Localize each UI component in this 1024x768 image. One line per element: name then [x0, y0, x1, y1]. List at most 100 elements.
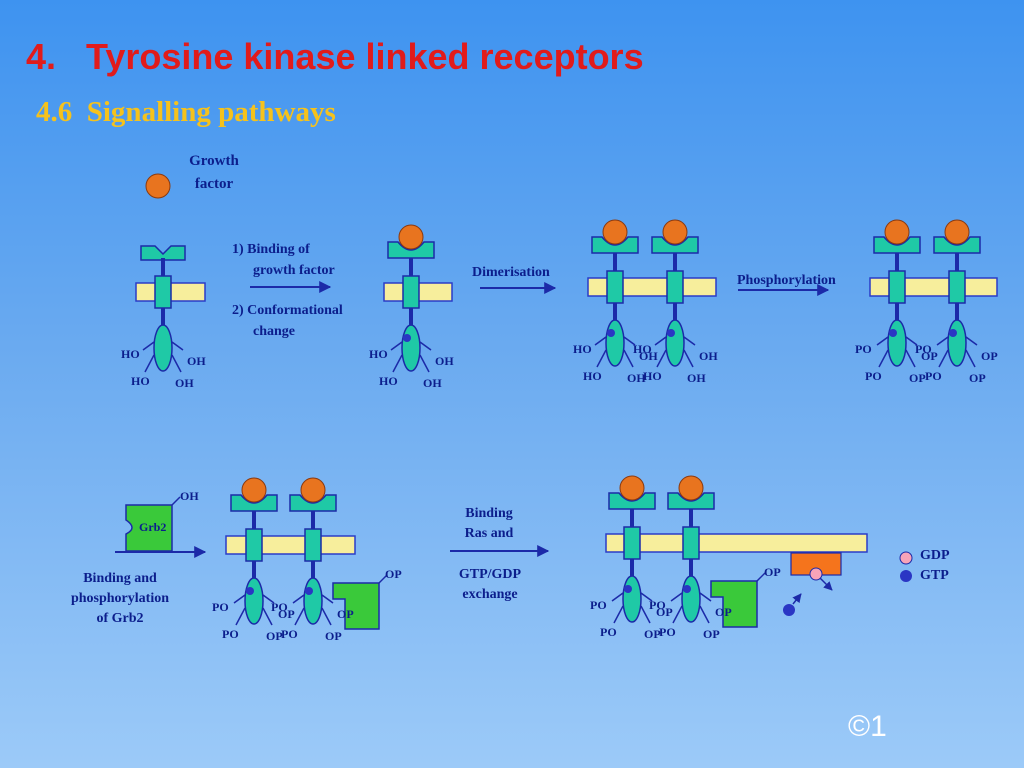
residue-label: HO [131, 374, 150, 388]
receptor-binding-site [230, 494, 278, 512]
residue-bond [611, 592, 624, 602]
step-binding-label: 1) Binding of growth factor [232, 239, 335, 281]
receptor [873, 219, 921, 368]
residue-bond [876, 336, 889, 346]
residue-bond [392, 354, 403, 373]
step2-line1: 2) Conformational [232, 303, 343, 318]
receptor-stalk [955, 303, 959, 321]
receptor-kinase-domain [153, 324, 173, 372]
gtp-exchange-line1: GTP/GDP [458, 567, 522, 582]
residue-bond [683, 336, 696, 346]
grb2-bond [756, 572, 766, 582]
growth-factor-ball [145, 173, 171, 199]
residue-label: HO [369, 347, 388, 361]
receptor-binding-site [608, 492, 656, 510]
growth-factor-ball [678, 475, 704, 501]
receptor-stalk [630, 509, 634, 529]
receptor-stalk [252, 561, 256, 579]
residue-label: PO [590, 598, 607, 612]
receptor-stalk [689, 509, 693, 529]
grb2-binding-label: Binding and phosphorylation of Grb2 [66, 569, 174, 629]
growth-factor-ball [944, 219, 970, 245]
receptor [651, 219, 699, 368]
residue-label: OH [423, 376, 442, 390]
residue-bond [965, 349, 976, 368]
receptor-binding-site [667, 492, 715, 510]
residue-bond [262, 594, 275, 604]
step1-line2: growth factor [253, 263, 335, 278]
residue-bond [656, 349, 667, 368]
step1-line1: 1) Binding of [232, 242, 310, 257]
receptor-transmembrane [888, 270, 906, 304]
receptor-transmembrane [666, 270, 684, 304]
active-site-dot [624, 585, 632, 593]
growth-factor-label-line2: factor [194, 176, 234, 192]
residue-label: OP [656, 605, 673, 619]
residue-bond [235, 607, 246, 626]
ras-binding-line1: Binding [465, 506, 513, 521]
grb2-protein [125, 504, 173, 552]
growth-factor-ball [398, 224, 424, 250]
residue-label: PO [915, 342, 932, 356]
residue-label: HO [633, 342, 652, 356]
receptor [230, 477, 278, 626]
residue-label: PO [600, 625, 617, 639]
residue-label: OP [703, 627, 720, 641]
residue-bond [905, 336, 918, 346]
active-site-dot [607, 329, 615, 337]
residue-label: OP [266, 629, 283, 643]
receptor-transmembrane [245, 528, 263, 562]
receptor-stalk [673, 303, 677, 321]
receptor-kinase-domain [401, 324, 421, 372]
receptor-binding-site [289, 494, 337, 512]
residue-bond [936, 336, 949, 346]
receptor [591, 219, 639, 368]
residue-label: OP [644, 627, 661, 641]
receptor-transmembrane [682, 526, 700, 560]
gdp-release-arrow [819, 577, 833, 591]
grb2-binding-line1: Binding and [83, 571, 157, 586]
residue-bond [613, 605, 624, 624]
residue-bond [321, 607, 332, 626]
legend-gtp-label: GTP [920, 568, 949, 583]
grb2-oh-label: OH [180, 489, 199, 503]
residue-bond [419, 341, 432, 351]
receptor-transmembrane [606, 270, 624, 304]
growth-factor-ball [300, 477, 326, 503]
gtp-exchange-label: GTP/GDP exchange [440, 565, 540, 605]
residue-bond [294, 607, 305, 626]
residue-bond [233, 594, 246, 604]
receptor-binding-site [933, 236, 981, 254]
receptor-stalk [613, 253, 617, 273]
residue-bond [144, 354, 155, 373]
active-site-dot [889, 329, 897, 337]
growth-factor-label: Growth factor [170, 150, 258, 196]
receptor-stalk [409, 308, 413, 326]
growth-factor-label-line1: Growth [189, 153, 239, 169]
growth-factor-ball [619, 475, 645, 501]
legend-gdp-ball [899, 551, 913, 565]
residue-bond [390, 341, 403, 351]
active-site-dot [403, 334, 411, 342]
membrane-bar [605, 533, 868, 553]
residue-label: OH [627, 371, 646, 385]
residue-bond [878, 349, 889, 368]
receptor [608, 475, 656, 624]
gtp-exchange-line2: exchange [462, 587, 518, 602]
receptor-kinase-domain [947, 319, 967, 367]
residue-bond [965, 336, 978, 346]
residue-label: HO [379, 374, 398, 388]
receptor [667, 475, 715, 624]
residue-label: PO [222, 627, 239, 641]
grb2-bound-protein [332, 582, 380, 630]
residue-label: OH [639, 349, 658, 363]
residue-label: PO [271, 600, 288, 614]
residue-label: OP [278, 607, 295, 621]
receptor-stalk [311, 511, 315, 531]
grb2-binding-line3: of Grb2 [96, 611, 144, 626]
residue-label: HO [573, 342, 592, 356]
growth-factor-ball [662, 219, 688, 245]
gtp-ball [783, 604, 795, 616]
receptor-kinase-domain [622, 575, 642, 623]
residue-bond [670, 592, 683, 602]
